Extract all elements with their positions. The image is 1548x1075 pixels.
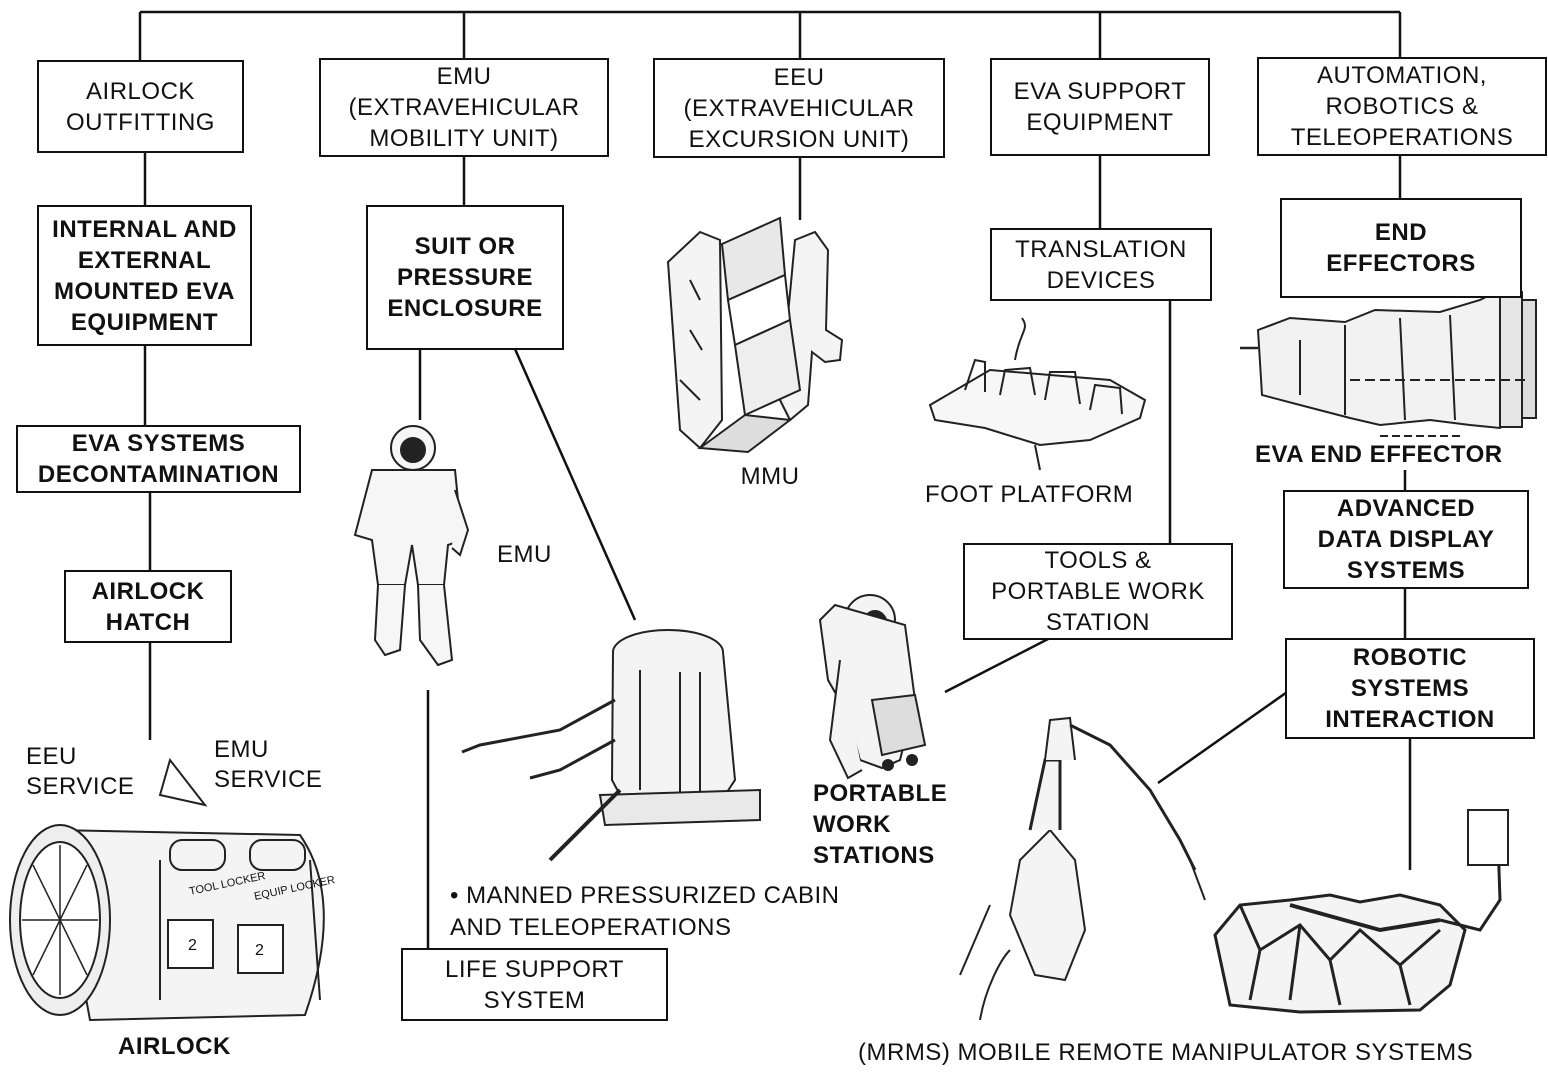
box-eeu: EEU (EXTRAVEHICULAR EXCURSION UNIT) [653, 58, 945, 158]
foot-platform-drawing [928, 317, 1147, 471]
box-suit: SUIT OR PRESSURE ENCLOSURE [366, 205, 564, 350]
box-automation: AUTOMATION, ROBOTICS & TELEOPERATIONS [1257, 57, 1547, 156]
box-tools: TOOLS & PORTABLE WORK STATION [963, 543, 1233, 640]
mmu-drawing [666, 216, 844, 454]
label-eeu-service: EEU SERVICE [26, 743, 135, 800]
box-robotic-systems: ROBOTIC SYSTEMS INTERACTION [1285, 638, 1535, 739]
robot-arm-drawing [959, 716, 1206, 1021]
label-portable-work-stations: PORTABLE WORK STATIONS [813, 780, 948, 869]
svg-text:2: 2 [188, 937, 197, 954]
truss-structure-drawing [1213, 809, 1509, 1014]
box-eva-decon: EVA SYSTEMS DECONTAMINATION [16, 425, 301, 493]
box-airlock-hatch: AIRLOCK HATCH [64, 570, 232, 643]
locker-num-1: 2 [188, 937, 197, 954]
label-mrms: (MRMS) MOBILE REMOTE MANIPULATOR SYSTEMS [858, 1039, 1474, 1066]
box-life-support: LIFE SUPPORT SYSTEM [401, 948, 668, 1021]
box-eva-support: EVA SUPPORT EQUIPMENT [990, 58, 1210, 156]
locker-num-2: 2 [255, 942, 264, 959]
label-manned-cabin: • MANNED PRESSURIZED CABIN AND TELEOPERA… [450, 882, 840, 941]
astronaut-emu-drawing [353, 425, 470, 667]
portable-work-station-drawing [818, 594, 927, 780]
end-effector-drawing [1240, 288, 1537, 437]
label-airlock: AIRLOCK [118, 1033, 231, 1060]
svg-text:2: 2 [255, 942, 264, 959]
pressurized-cabin-drawing [461, 629, 761, 862]
label-mmu: MMU [740, 463, 800, 490]
box-internal-external: INTERNAL AND EXTERNAL MOUNTED EVA EQUIPM… [37, 205, 252, 346]
label-emu-service: EMU SERVICE [214, 736, 323, 793]
box-end-effectors: END EFFECTORS [1280, 198, 1522, 298]
airlock-drawing [9, 757, 325, 1022]
box-airlock-outfitting: AIRLOCK OUTFITTING [37, 60, 244, 153]
label-emu-figure: EMU [497, 541, 552, 568]
box-translation: TRANSLATION DEVICES [990, 228, 1212, 301]
box-advanced-data: ADVANCED DATA DISPLAY SYSTEMS [1283, 490, 1529, 589]
box-emu: EMU (EXTRAVEHICULAR MOBILITY UNIT) [319, 58, 609, 157]
label-foot-platform: FOOT PLATFORM [925, 481, 1134, 508]
label-eva-end-effector: EVA END EFFECTOR [1255, 441, 1503, 468]
